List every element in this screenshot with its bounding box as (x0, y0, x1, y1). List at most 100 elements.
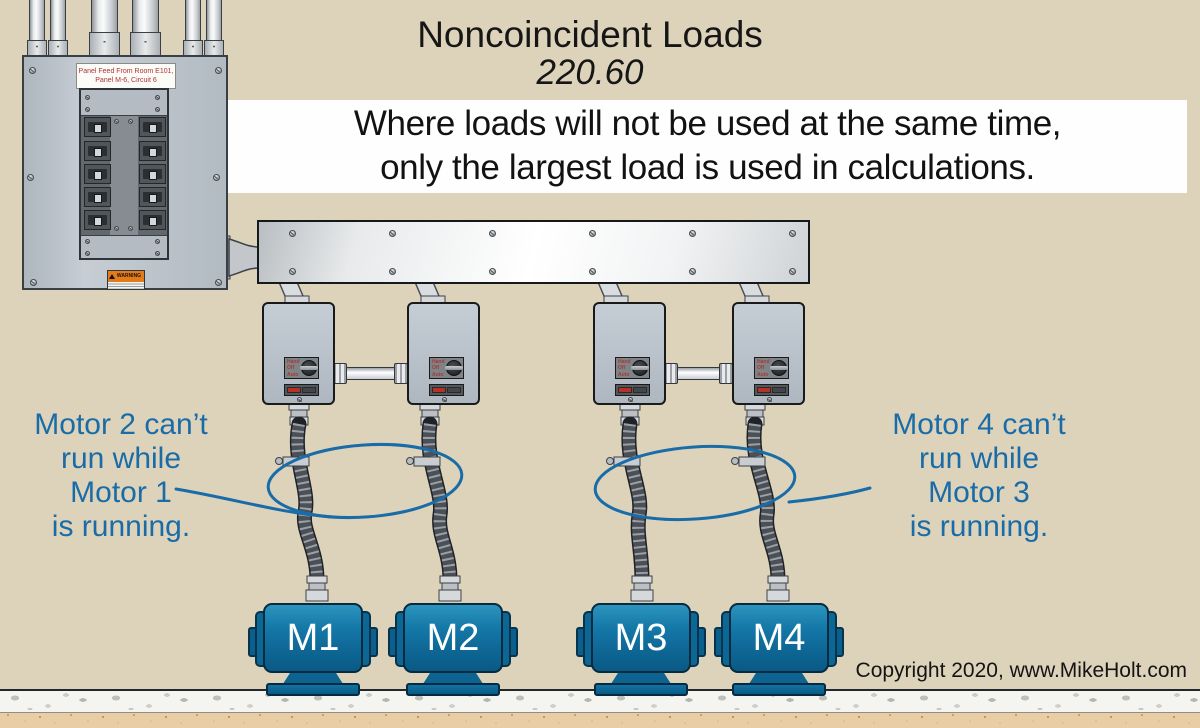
circuit-breaker (139, 187, 166, 207)
rule-line-2: only the largest load is used in calcula… (380, 148, 1035, 187)
disconnect-switch-2: Hand Off Auto (407, 302, 480, 405)
panel-feeder-conduit (204, 0, 224, 57)
panel-feeder-conduit (48, 0, 68, 57)
indicator-lights (284, 384, 319, 396)
motor-pedestal (421, 669, 485, 687)
note-line: run while (918, 442, 1040, 475)
note-line: Motor 3 (928, 476, 1030, 509)
screw (155, 107, 160, 112)
hoa-labels: Hand Off Auto (618, 359, 633, 378)
screw (442, 397, 447, 402)
motor-base (406, 683, 500, 696)
flex-conduit-4 (731, 402, 790, 602)
screw (155, 239, 160, 244)
screw (489, 230, 496, 237)
motor-m3: M3 (576, 603, 706, 703)
conduit-clamp (738, 456, 766, 467)
screw (689, 268, 696, 275)
warning-triangle-icon (109, 274, 115, 279)
motor-m4: M4 (714, 603, 844, 703)
motor-label: M2 (426, 617, 480, 659)
motor-body: M3 (591, 603, 691, 673)
indicator-light-off (302, 387, 316, 393)
indicator-light-red (287, 387, 301, 393)
warning-label-sticker: WARNING (107, 270, 145, 290)
door-top-trim (81, 90, 167, 116)
door-bottom-trim (81, 235, 167, 258)
panel-feeder-conduit (89, 0, 120, 57)
ground-sand (0, 711, 1200, 728)
hoa-labels: Hand Off Auto (287, 359, 302, 378)
note-line: Motor 2 can’t (34, 408, 208, 441)
hoa-label-auto: Auto (757, 371, 769, 378)
hoa-selector-plate: Hand Off Auto (429, 357, 464, 379)
hoa-label-auto: Auto (287, 371, 299, 378)
disconnect-switch-1: Hand Off Auto (262, 302, 335, 405)
hoa-label-off: Off (757, 365, 765, 372)
motor-body: M1 (263, 603, 363, 673)
screw (767, 397, 772, 402)
hoa-label-auto: Auto (432, 371, 444, 378)
highlight-ellipse-left (266, 442, 464, 520)
screw (289, 230, 296, 237)
disconnect-switch-4: Hand Off Auto (732, 302, 805, 405)
motor-label: M1 (286, 617, 340, 659)
screw (789, 230, 796, 237)
screw (389, 230, 396, 237)
panel-label-line1: Panel Feed From Room E101, (78, 68, 174, 75)
circuit-breaker (84, 164, 111, 184)
page-title: Noncoincident Loads (417, 14, 763, 55)
motor-m2: M2 (388, 603, 518, 703)
motor-base (594, 683, 688, 696)
warning-label-text: WARNING (108, 271, 144, 282)
note-right: Motor 4 can’t run while Motor 3 is runni… (866, 408, 1092, 544)
hoa-label-hand: Hand (618, 359, 631, 365)
hoa-label-off: Off (618, 365, 626, 372)
indicator-lights (754, 384, 789, 396)
circuit-breaker (84, 117, 111, 137)
hoa-label-off: Off (432, 365, 440, 372)
rule-text: Where loads will not be used at the same… (228, 102, 1187, 190)
rule-line-1: Where loads will not be used at the same… (353, 104, 1062, 143)
motor-label: M4 (752, 617, 806, 659)
circuit-breaker (84, 141, 111, 161)
screw (85, 95, 90, 100)
screw (85, 239, 90, 244)
copyright-text: Copyright 2020, www.MikeHolt.com (855, 659, 1187, 682)
wireway (257, 220, 810, 284)
hoa-knob (631, 360, 649, 376)
hoa-label-hand: Hand (757, 359, 770, 365)
indicator-light-off (772, 387, 786, 393)
hoa-label-hand: Hand (287, 359, 300, 365)
screw (155, 251, 160, 256)
screw (128, 119, 133, 124)
hoa-label-off: Off (287, 365, 295, 372)
circuit-breaker (139, 164, 166, 184)
motor-base (266, 683, 360, 696)
panelboard: Panel Feed From Room E101, Panel M-6, Ci… (22, 55, 228, 290)
hoa-selector-plate: Hand Off Auto (615, 357, 650, 379)
indicator-lights (615, 384, 650, 396)
conduit-clamp (282, 456, 310, 467)
warning-word: WARNING (116, 273, 142, 279)
circuit-breaker (139, 141, 166, 161)
indicator-light-red (757, 387, 771, 393)
flex-conduit-2 (406, 402, 462, 602)
hoa-selector-plate: Hand Off Auto (284, 357, 319, 379)
leader-line-left (174, 487, 334, 519)
hoa-labels: Hand Off Auto (432, 359, 447, 378)
screw (289, 268, 296, 275)
motor-pedestal (281, 669, 345, 687)
hoa-label-hand: Hand (432, 359, 445, 365)
note-line: Motor 1 (70, 476, 172, 509)
note-line: is running. (51, 510, 191, 543)
panel-feeder-conduit (130, 0, 161, 57)
hoa-label-auto: Auto (618, 371, 630, 378)
code-reference: 220.60 (536, 53, 644, 92)
screw (489, 268, 496, 275)
screw (128, 226, 133, 231)
screw (29, 67, 36, 74)
rule-box: Where loads will not be used at the same… (228, 100, 1187, 193)
